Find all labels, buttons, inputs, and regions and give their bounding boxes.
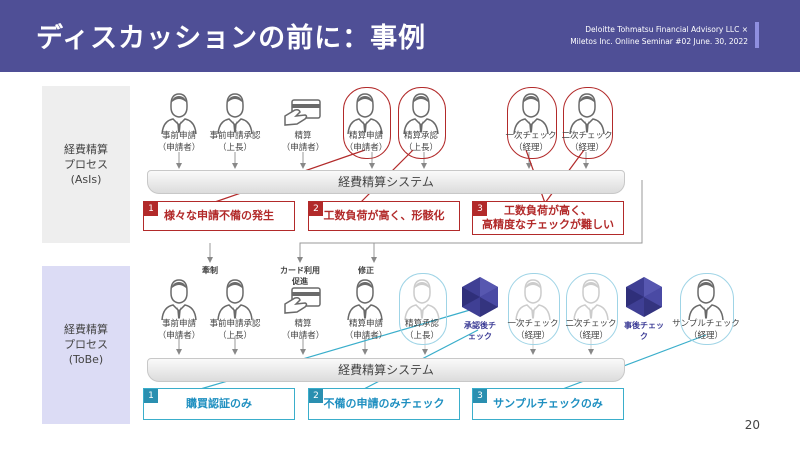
annotation-card: カード利用促進 (280, 266, 320, 286)
tobe-person-icon-6 (513, 276, 553, 320)
tobe-band (42, 266, 130, 424)
issue-number: 2 (309, 202, 323, 216)
solution-number: 1 (144, 389, 158, 403)
issue-number: 1 (144, 202, 158, 216)
tobe-solution-box-1: 1 購買認証のみ (143, 388, 295, 420)
issue-text-line1: 工数負荷が高く、 (504, 204, 592, 217)
solution-text: 購買認証のみ (186, 397, 252, 410)
asis-band (42, 86, 130, 243)
tobe-actor-caption-1: 事前申請（申請者） (157, 319, 201, 341)
tobe-actor-caption-7: 二次チェック（経理） (565, 319, 617, 341)
asis-person-icon-5 (401, 90, 441, 134)
credit-text: Deloitte Tohmatsu Financial Advisory LLC… (570, 24, 748, 48)
asis-card-icon (283, 98, 323, 128)
asis-actor-caption-4: 精算申請（申請者） (344, 131, 388, 153)
tobe-actor-caption-6: 一次チェック（経理） (507, 319, 559, 341)
gem-label-2: 事後チェック (624, 321, 664, 341)
asis-label: 経費精算 プロセス (AsIs) (64, 143, 108, 186)
tobe-person-icon-5 (402, 276, 442, 320)
tobe-actor-caption-5: 精算承認（上長） (404, 319, 439, 341)
tobe-actor-caption-3: 精算（申請者） (281, 319, 325, 341)
annotation-kensei: 牽制 (202, 266, 218, 275)
tobe-actor-caption-2: 事前申請承認（上長） (209, 319, 261, 341)
credit-line-2: Miletos Inc. Online Seminar #02 June. 30… (570, 37, 748, 46)
page-title: ディスカッションの前に：事例 (36, 23, 427, 54)
asis-circle-4 (343, 87, 391, 159)
tobe-person-icon-4 (345, 276, 385, 320)
asis-circle-7 (563, 87, 613, 159)
asis-actor-caption-7: 二次チェック（経理） (561, 131, 613, 153)
tobe-circle-8 (680, 273, 734, 345)
asis-person-icon-1 (159, 90, 199, 134)
asis-person-icon-2 (215, 90, 255, 134)
gem-icon-2 (624, 275, 664, 319)
issue-text: 工数負荷が高く、形骸化 (323, 209, 445, 222)
tobe-circle-6 (508, 273, 560, 345)
tobe-actor-caption-8: サンプルチェック（経理） (672, 319, 740, 341)
tobe-label: 経費精算 プロセス (ToBe) (64, 323, 108, 366)
asis-issue-box-2: 2 工数負荷が高く、形骸化 (308, 201, 460, 231)
header-bar (0, 0, 800, 72)
asis-actor-caption-5: 精算承認（上長） (403, 131, 438, 153)
asis-issue-box-1: 1 様々な申請不備の発生 (143, 201, 295, 231)
asis-actor-caption-2: 事前申請承認（上長） (209, 131, 261, 153)
solution-text: 不備の申請のみチェック (323, 397, 445, 410)
asis-person-icon-6 (511, 90, 551, 134)
tobe-person-icon-1 (159, 276, 199, 320)
asis-circle-6 (507, 87, 557, 159)
issue-text: 様々な申請不備の発生 (164, 209, 274, 222)
tobe-person-icon-7 (571, 276, 611, 320)
issue-number: 3 (473, 202, 487, 216)
credit-accent-bar (755, 22, 759, 48)
solution-number: 3 (473, 389, 487, 403)
tobe-person-icon-8 (686, 276, 726, 320)
tobe-system-bar: 経費精算システム (147, 358, 625, 382)
tobe-person-icon-2 (215, 276, 255, 320)
asis-person-icon-4 (345, 90, 385, 134)
asis-system-bar: 経費精算システム (147, 170, 625, 194)
annotation-shusei: 修正 (358, 266, 374, 275)
asis-person-icon-7 (567, 90, 607, 134)
asis-circle-5 (398, 87, 446, 159)
solution-number: 2 (309, 389, 323, 403)
tobe-circle-5 (399, 273, 447, 345)
issue-text-line2: 高精度なチェックが難しい (482, 218, 614, 231)
asis-actor-caption-6: 一次チェック（経理） (505, 131, 557, 153)
asis-issue-box-3: 3 工数負荷が高く、 高精度なチェックが難しい (472, 201, 624, 235)
gem-icon-1 (460, 275, 500, 319)
tobe-solution-box-3: 3 サンプルチェックのみ (472, 388, 624, 420)
tobe-actor-caption-4: 精算申請（申請者） (344, 319, 388, 341)
tobe-circle-7 (566, 273, 618, 345)
credit-line-1: Deloitte Tohmatsu Financial Advisory LLC… (585, 25, 748, 34)
asis-actor-caption-1: 事前申請（申請者） (157, 131, 201, 153)
asis-actor-caption-3: 精算（申請者） (281, 131, 325, 153)
tobe-solution-box-2: 2 不備の申請のみチェック (308, 388, 460, 420)
gem-label-1: 承認後チェック (464, 321, 496, 341)
page-number: 20 (744, 418, 760, 432)
tobe-card-icon (283, 286, 323, 316)
solution-text: サンプルチェックのみ (493, 397, 603, 410)
